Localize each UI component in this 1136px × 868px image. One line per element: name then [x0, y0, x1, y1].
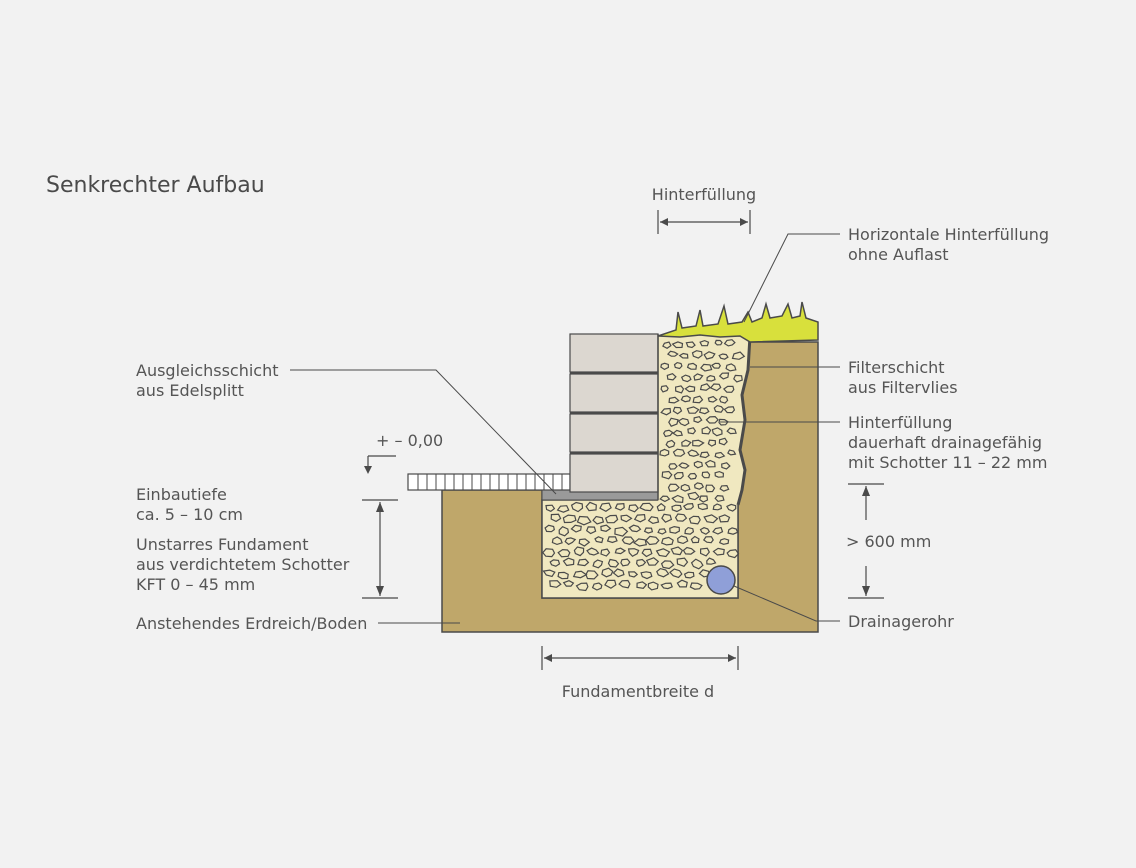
- foundation-depth-dimension: [362, 499, 398, 599]
- label-foundation-2: aus verdichtetem Schotter: [136, 555, 350, 574]
- label-filter-layer-2: aus Filtervlies: [848, 378, 958, 397]
- gravel-stones: [542, 339, 746, 592]
- label-install-depth-1: Einbautiefe: [136, 485, 227, 504]
- label-soil: Anstehendes Erdreich/Boden: [136, 614, 367, 633]
- diagram-title: Senkrechter Aufbau: [46, 173, 265, 198]
- level-marker: [364, 455, 396, 474]
- label-leveling-layer-2: aus Edelsplitt: [136, 381, 244, 400]
- label-level: + – 0,00: [376, 431, 443, 450]
- backfill-width-dimension: [657, 210, 751, 234]
- label-drain-pipe: Drainagerohr: [848, 612, 954, 631]
- backfill-gravel: [658, 336, 750, 505]
- label-leveling-layer-1: Ausgleichsschicht: [136, 361, 279, 380]
- label-backfill-drain-1: Hinterfüllung: [848, 413, 952, 432]
- label-horizontal-backfill-1: Horizontale Hinterfüllung: [848, 225, 1049, 244]
- leader-horizontal-backfill: [743, 233, 840, 323]
- label-backfill-drain-2: dauerhaft drainagefähig: [848, 433, 1042, 452]
- label-horizontal-backfill-2: ohne Auflast: [848, 245, 949, 264]
- label-install-depth-2: ca. 5 – 10 cm: [136, 505, 243, 524]
- label-foundation-1: Unstarres Fundament: [136, 535, 308, 554]
- leader-drain-pipe: [733, 585, 840, 622]
- foundation-width-dimension: [541, 646, 739, 670]
- label-foundation-width: Fundamentbreite d: [562, 682, 714, 701]
- filter-fleece-line: [736, 335, 752, 506]
- min-depth-dimension: [848, 483, 884, 599]
- drain-pipe: [706, 565, 736, 595]
- paving-strip: [407, 473, 571, 491]
- wall-blocks: [569, 333, 659, 500]
- label-filter-layer-1: Filterschicht: [848, 358, 945, 377]
- label-backfill-drain-3: mit Schotter 11 – 22 mm: [848, 453, 1047, 472]
- label-backfill-top: Hinterfüllung: [652, 185, 756, 204]
- grass-layer: [657, 301, 819, 343]
- label-depth: > 600 mm: [846, 532, 931, 551]
- leader-leveling-layer: [290, 369, 557, 495]
- label-foundation-3: KFT 0 – 45 mm: [136, 575, 255, 594]
